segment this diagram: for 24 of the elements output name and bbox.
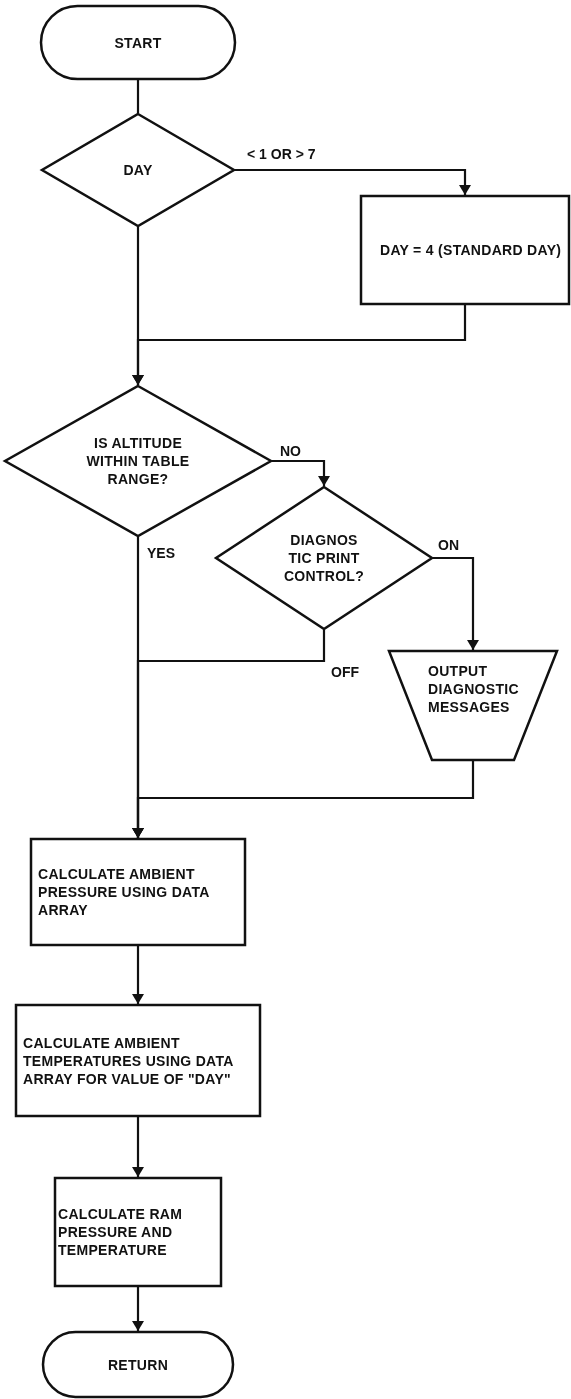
arrow xyxy=(132,946,144,1004)
node-label: DIAGNOS TIC PRINT CONTROL? xyxy=(282,531,366,585)
node-label: IS ALTITUDE WITHIN TABLE RANGE? xyxy=(85,434,191,488)
node-label: RETURN xyxy=(107,1355,169,1374)
arrow xyxy=(132,761,475,838)
node-label: CALCULATE AMBIENT TEMPERATURES USING DATA ARRAY FOR VALUE OF "DAY" xyxy=(23,1033,235,1088)
edge-label: ON xyxy=(437,537,460,553)
node-label: DAY = 4 (STANDARD DAY) xyxy=(380,241,562,259)
edge-label: OFF xyxy=(330,664,360,680)
node-label: CALCULATE AMBIENT PRESSURE USING DATA ARRAY xyxy=(38,865,211,919)
arrow xyxy=(132,305,467,385)
edge-label: YES xyxy=(146,545,176,561)
arrow xyxy=(132,1287,144,1331)
node-label: CALCULATE RAM PRESSURE AND TEMPERATURE xyxy=(58,1205,184,1259)
node-label: START xyxy=(114,33,162,52)
node-label: DAY xyxy=(122,161,154,179)
arrow xyxy=(433,556,479,650)
arrow xyxy=(235,168,471,195)
connector-line xyxy=(136,80,140,113)
arrow xyxy=(272,459,330,486)
edge-label: < 1 OR > 7 xyxy=(246,146,317,162)
node-label: OUTPUT DIAGNOSTIC MESSAGES xyxy=(428,662,520,716)
edge-label: NO xyxy=(279,443,302,459)
arrow xyxy=(132,1117,144,1177)
